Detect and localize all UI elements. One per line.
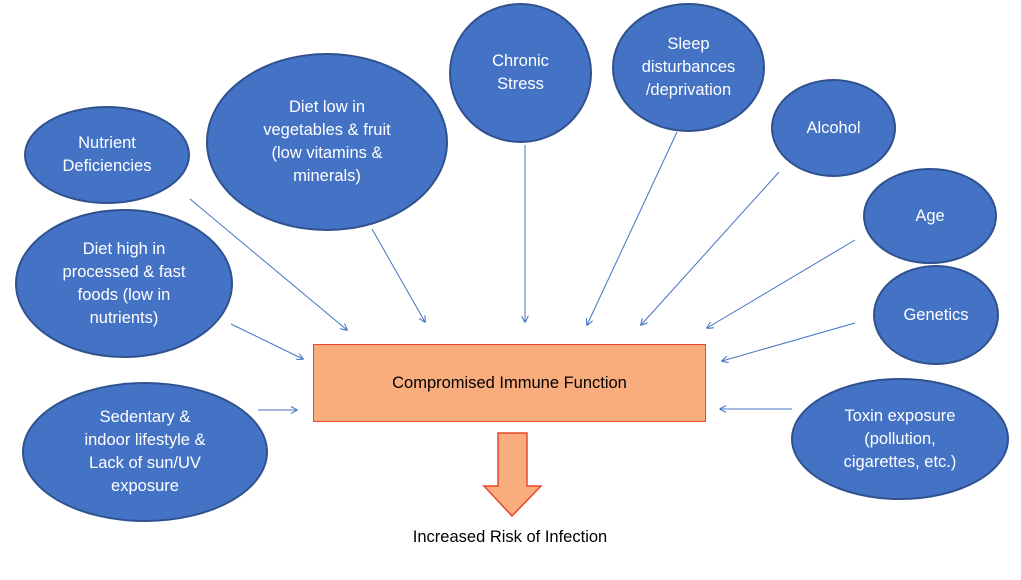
factor-diet-processed: Diet high in processed & fast foods (low… (15, 209, 233, 358)
factor-sleep: Sleep disturbances /deprivation (612, 3, 765, 132)
factor-nutrient-deficiencies: Nutrient Deficiencies (24, 106, 190, 204)
arrow-alcohol (641, 171, 780, 325)
factor-sedentary: Sedentary & indoor lifestyle & Lack of s… (22, 382, 268, 522)
down-arrow-icon (482, 432, 543, 518)
factor-chronic-stress: Chronic Stress (449, 3, 592, 143)
factor-diet-low-vegetables: Diet low in vegetables & fruit (low vita… (206, 53, 448, 231)
arrow-genetics (722, 322, 856, 361)
arrow-sleep (587, 131, 678, 325)
arrow-diet-processed (230, 323, 303, 359)
compromised-immune-function-box: Compromised Immune Function (313, 344, 706, 422)
increased-risk-label: Increased Risk of Infection (412, 528, 608, 546)
arrow-nutrient-deficiencies (189, 198, 347, 330)
arrow-diet-low-veg (371, 228, 425, 322)
factor-age: Age (863, 168, 997, 264)
factor-toxin: Toxin exposure (pollution, cigarettes, e… (791, 378, 1009, 500)
factor-genetics: Genetics (873, 265, 999, 365)
factor-alcohol: Alcohol (771, 79, 896, 177)
arrow-age (707, 239, 856, 328)
